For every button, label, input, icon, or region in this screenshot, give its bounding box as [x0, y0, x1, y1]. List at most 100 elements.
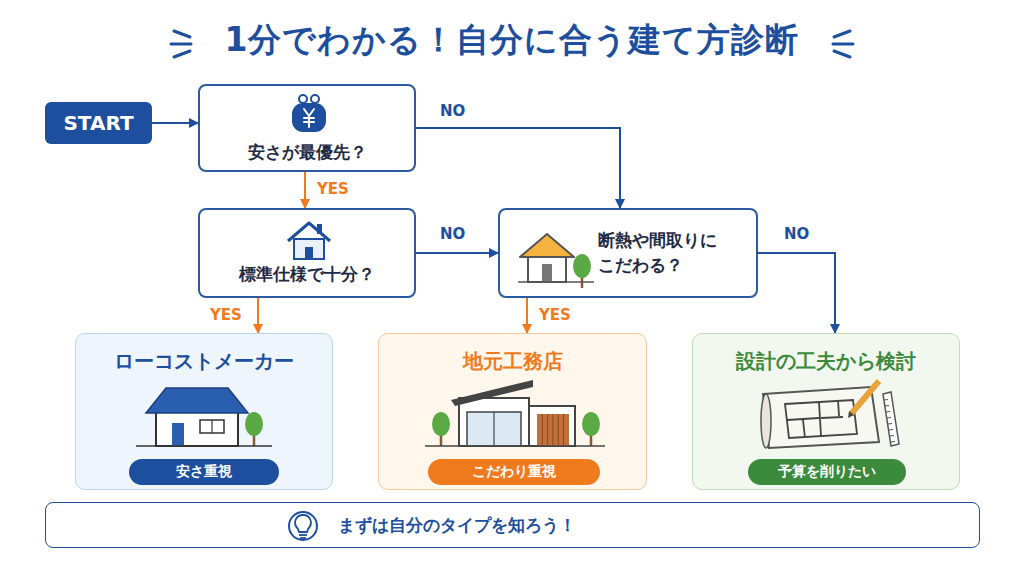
wood-slat: [542, 414, 543, 446]
window-bar: [211, 420, 212, 433]
ruler-tick: [889, 429, 893, 431]
node-text: 予算を削りたい: [778, 463, 876, 481]
node-text: こだわり重視: [472, 463, 556, 481]
ruler-ticks: [884, 400, 895, 443]
house-roof: [520, 234, 574, 257]
edge-label: NO: [440, 102, 465, 120]
house-window: [200, 420, 224, 433]
ruler-tick: [884, 399, 888, 401]
flow-arrow: [416, 128, 620, 208]
yen-stroke: [304, 117, 314, 119]
ruler-tick: [891, 441, 895, 443]
wood-slats: [542, 414, 563, 446]
node-illustration: [500, 210, 756, 296]
flow-arrow: [304, 172, 306, 208]
flow-arrow: [526, 298, 528, 333]
wallet-body: [292, 103, 326, 132]
edge-label: YES: [210, 306, 242, 324]
tag-pill: 予算を削りたい: [748, 459, 906, 485]
bulb-base: [300, 537, 306, 539]
yen-stroke: [304, 121, 314, 123]
ruler-tick: [888, 423, 892, 425]
pencil-body: [851, 381, 879, 414]
flow-arrow: [152, 122, 198, 124]
result-box: 地元工務店こだわり重視: [378, 333, 647, 490]
edge-label: NO: [440, 225, 465, 243]
floor-plan: [785, 400, 857, 438]
wood-door: [537, 414, 569, 446]
house-glass: [467, 412, 521, 446]
glass-bar: [493, 412, 494, 446]
house-door: [305, 247, 313, 259]
slash: [834, 51, 850, 57]
house-body: [156, 412, 238, 446]
edge-label: YES: [539, 306, 571, 324]
wallet-clasp: [311, 95, 319, 103]
flow-arrow: [257, 298, 259, 333]
ruler-tick: [887, 417, 891, 419]
node-text: 標準仕様で十分？: [239, 263, 375, 286]
blueprint-sheet: [763, 387, 879, 448]
ruler-tick: [886, 411, 890, 413]
bulb-ring: [289, 512, 317, 540]
yen-symbol: [304, 109, 314, 127]
decision-box: 断熱や間取りに こだわる？: [498, 208, 758, 298]
node-text: 断熱や間取りに こだわる？: [598, 228, 727, 277]
yen-stroke: [309, 109, 314, 116]
bulb-base: [299, 534, 307, 536]
slash: [174, 31, 190, 37]
house-door: [542, 264, 552, 282]
pencil-tip: [848, 411, 854, 418]
tree-crown: [432, 412, 450, 436]
result-box: 設計の工夫から検討予算を削りたい: [692, 333, 960, 490]
slash: [833, 43, 853, 46]
ground-line: [136, 445, 272, 447]
house-door: [172, 423, 184, 446]
house-body: [294, 239, 324, 259]
result-box: ローコストメーカー安さ重視: [75, 333, 333, 490]
ground-line: [425, 445, 605, 447]
house-roof: [451, 380, 533, 406]
tag-pill: 安さ重視: [129, 459, 279, 485]
house-annex: [529, 406, 575, 446]
tree-crown: [573, 254, 591, 278]
ruler: [883, 392, 899, 446]
flow-arrow: [416, 252, 498, 254]
wood-slat: [552, 414, 553, 446]
slash: [174, 51, 190, 57]
tree-crown: [245, 412, 263, 436]
tree-crown: [582, 412, 600, 436]
wood-slat: [547, 414, 548, 446]
ruler-tick: [890, 435, 894, 437]
tip-band: まずは自分のタイプを知ろう！: [45, 502, 980, 548]
slash: [834, 31, 850, 37]
node-text: START: [63, 111, 133, 135]
yen-stroke: [304, 109, 309, 116]
house-body: [459, 398, 529, 446]
node-text: 設計の工夫から検討: [736, 348, 916, 375]
ground-line: [518, 281, 594, 283]
house-body: [528, 255, 566, 282]
flow-arrow: [758, 253, 835, 333]
ruler-tick: [885, 405, 889, 407]
wallet-clasp: [299, 95, 307, 103]
wood-slat: [563, 414, 564, 446]
blueprint-roll: [761, 394, 771, 448]
decision-box: 標準仕様で十分？: [198, 208, 416, 298]
house-roof: [146, 388, 248, 413]
edge-label: YES: [317, 180, 349, 198]
house-roof: [288, 223, 330, 241]
decision-box: 安さが最優先？: [198, 84, 416, 172]
slash: [171, 43, 191, 46]
tag-pill: こだわり重視: [428, 459, 600, 485]
bulb-glass: [295, 515, 311, 532]
edge-label: NO: [784, 225, 809, 243]
diagram-title: 1分でわかる！自分に合う建て方診断: [0, 18, 1024, 63]
node-text: 安さが最優先？: [248, 141, 367, 164]
node-text: 安さ重視: [176, 463, 232, 481]
start-box: START: [45, 102, 152, 144]
wood-slat: [558, 414, 559, 446]
node-text: ローコストメーカー: [114, 348, 294, 375]
node-text: 地元工務店: [463, 348, 563, 375]
